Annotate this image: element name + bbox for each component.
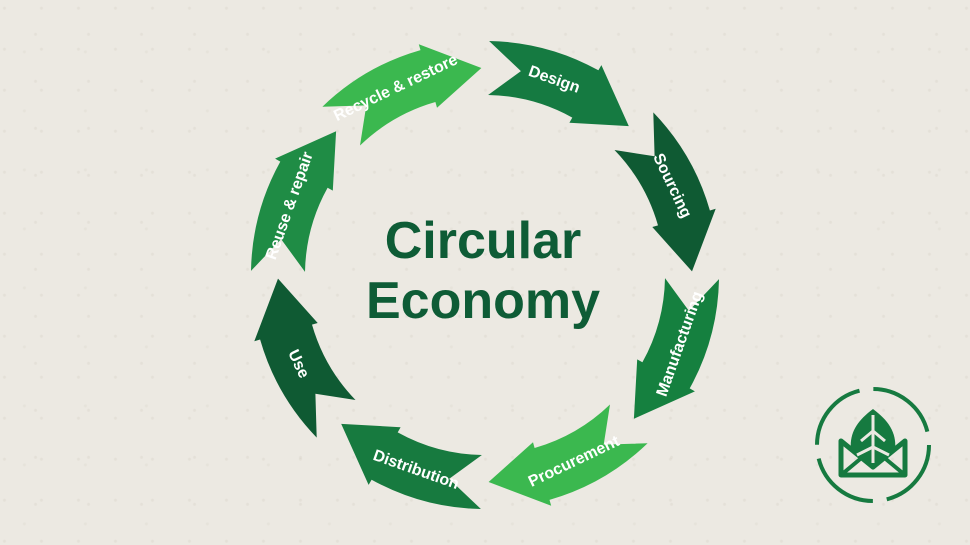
stage-arrow-6 xyxy=(254,278,356,438)
title-line-1: Circular xyxy=(385,212,582,270)
stage-arrow-1 xyxy=(488,41,629,127)
stage-arrow-2 xyxy=(614,112,716,272)
title-line-2: Economy xyxy=(366,272,600,330)
envelope-shape xyxy=(838,438,908,478)
leaf-veins xyxy=(856,415,890,463)
stage-arrow-8 xyxy=(322,44,482,146)
envelope-leaf-icon xyxy=(815,387,931,503)
stage-arrow-3 xyxy=(633,278,719,419)
logo-ring xyxy=(815,387,931,503)
stage-arrow-4 xyxy=(488,404,648,506)
stage-arrow-5 xyxy=(341,423,482,509)
stage-arrow-7 xyxy=(251,131,337,272)
envelope-fold xyxy=(839,453,907,477)
